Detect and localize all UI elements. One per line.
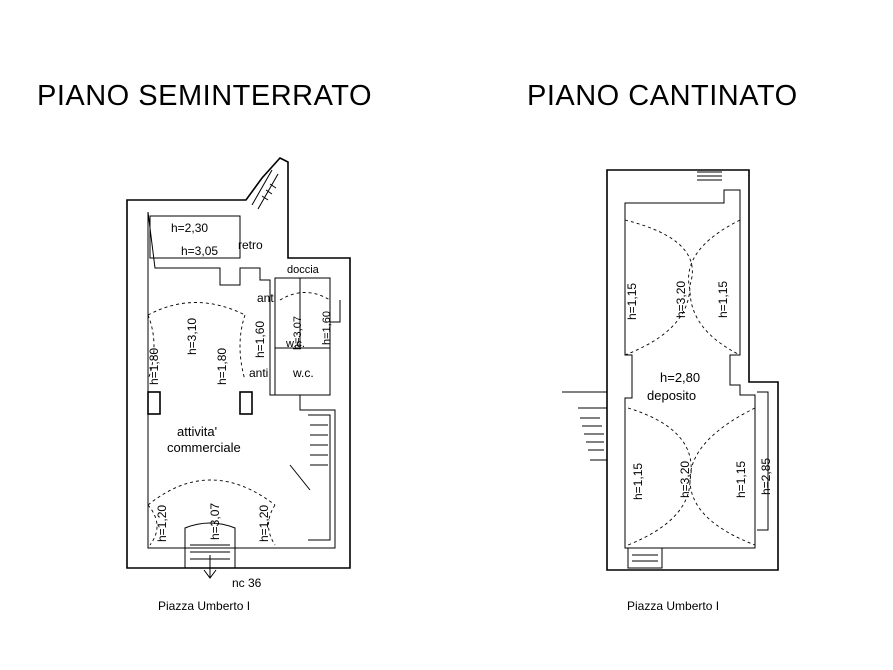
stair-internal [289,414,331,541]
label-h-main-right: h=1,80 [215,348,229,385]
label-h-wc-right: h=1,60 [321,311,333,345]
inner-wall-retro [149,215,241,259]
label-h-side: h=2,85 [759,458,773,495]
label-h-top-right: h=1,15 [716,281,730,318]
vault-arc-main [147,302,246,381]
inner-wall-main [147,211,336,549]
outer-wall-seminterrato [126,157,351,569]
label-h-top-left: h=1,15 [625,283,639,320]
label-h-low-left: h=1,20 [155,505,169,542]
title-piano-cantinato: PIANO CANTINATO [527,80,798,112]
inner-wall-cantinato [624,189,756,549]
vault-arc-wc [279,292,331,301]
label-h-wc-center: h=3,07 [292,316,304,350]
label-h-main-left: h=1,80 [147,348,161,385]
label-h-top-center: h=3,20 [674,281,688,318]
label-anti-bottom: anti [249,366,268,380]
label-retro: retro [238,238,263,252]
label-wc-top: w.c. [285,338,305,350]
label-h-main-center: h=3,10 [185,318,199,355]
partition-deposito [757,391,769,531]
vault-arc-lower [627,407,756,546]
label-doccia: doccia [287,264,320,276]
label-h-low-right: h=1,15 [734,461,748,498]
label-civic-number: nc 36 [232,576,262,590]
stair-left-cantinato [562,391,608,461]
wc-block [274,277,341,396]
label-attivita: attivita' [177,424,217,439]
title-piano-seminterrato: PIANO SEMINTERRATO [37,80,373,112]
entrance-steps [184,522,236,569]
opening-bottom-cantinato [627,548,663,569]
vault-arc-low [147,479,276,546]
label-commerciale: commerciale [167,440,241,455]
label-street-seminterrato: Piazza Umberto I [158,599,250,613]
stair-top-cantinato [697,171,722,181]
plan-seminterrato: h=2,30 h=3,05 retro doccia anti anti w.c… [126,157,351,613]
label-deposito: deposito [647,388,696,403]
plan-cantinato: h=1,15 h=3,20 h=1,15 h=2,80 deposito h=1… [562,169,779,613]
label-h-top-b: h=3,05 [181,244,218,258]
label-h-mid: h=2,80 [660,370,700,385]
label-h-low-right: h=1,20 [257,505,271,542]
label-h-top-a: h=2,30 [171,221,208,235]
label-h-anti: h=1,60 [253,321,267,358]
label-street-cantinato: Piazza Umberto I [627,599,719,613]
label-h-low-center: h=3,20 [678,461,692,498]
pillar-1 [239,391,253,415]
stair-entrance-top [251,169,279,210]
label-wc-bottom: w.c. [292,366,314,380]
label-anti-top: anti [257,291,276,305]
outer-wall-cantinato [606,169,779,571]
entrance-arrow [203,555,217,579]
pillar-2 [147,391,161,415]
label-h-low-left: h=1,15 [631,463,645,500]
vault-arc-upper [624,219,741,356]
label-h-low-center: h=3,07 [208,503,222,540]
